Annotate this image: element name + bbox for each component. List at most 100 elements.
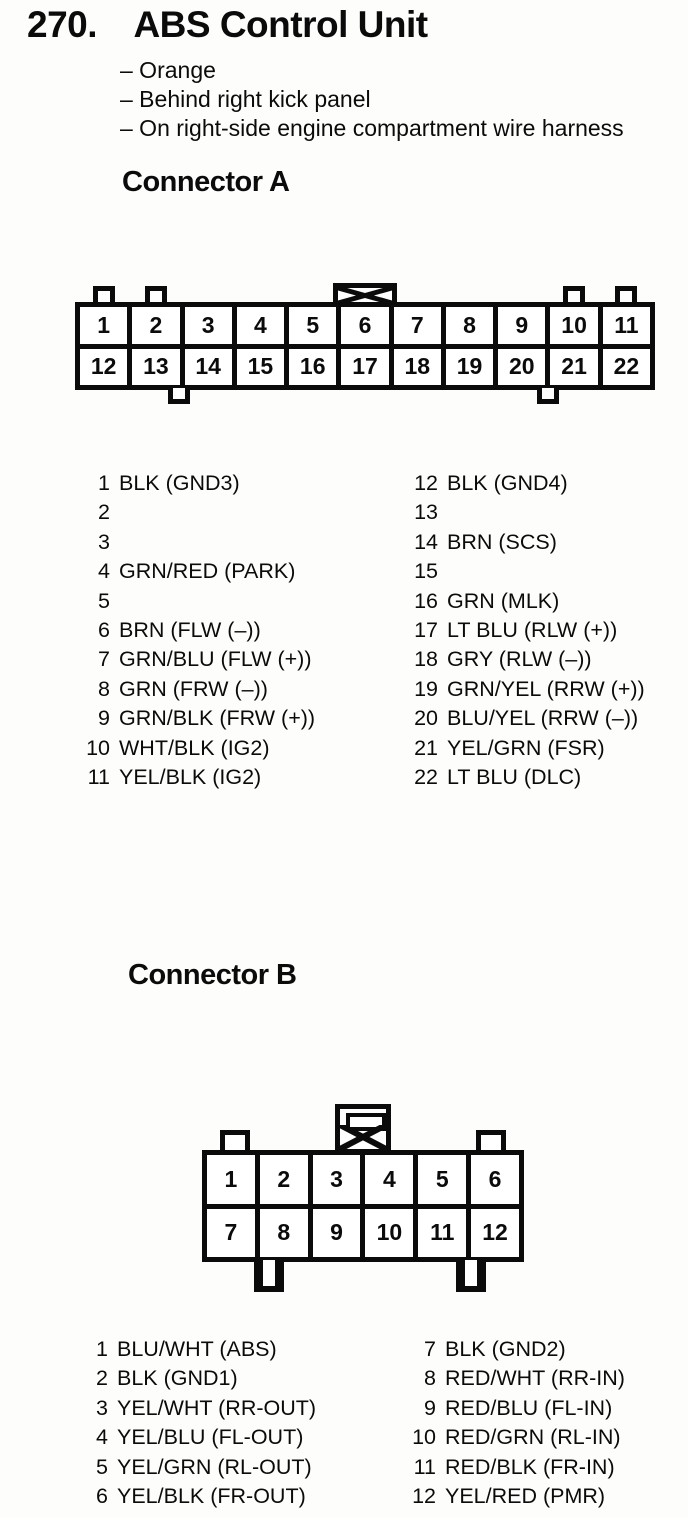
pin-description: RED/GRN (RL-IN): [445, 1425, 621, 1450]
pin-number: 5: [98, 588, 110, 613]
x-mark-icon: [338, 288, 392, 303]
connector-b-heading: Connector B: [128, 959, 297, 991]
pin-cell-19: 19: [445, 348, 494, 385]
pin-description: LT BLU (DLC): [447, 765, 582, 790]
pin-cell-10: 10: [365, 1208, 414, 1257]
pin-cell-6: 6: [341, 307, 389, 344]
pin-row: 3 YEL/WHT (RR-OUT): [76, 1394, 316, 1423]
pin-number: 10: [412, 1425, 436, 1450]
pin-description: GRN (MLK): [447, 588, 560, 613]
pin-description: YEL/BLK (IG2): [119, 765, 262, 790]
index-tab: [220, 1130, 250, 1152]
pin-number: 1: [96, 1337, 108, 1361]
pin-description: YEL/WHT (RR-OUT): [117, 1395, 317, 1420]
pin-number: 18: [414, 647, 438, 672]
pin-row: 4 GRN/RED (PARK): [78, 557, 315, 586]
latch-icon: [335, 1104, 391, 1154]
pin-row: 11 YEL/BLK (IG2): [78, 763, 315, 792]
pin-description: RED/BLU (FL-IN): [445, 1395, 613, 1420]
pin-number: 21: [414, 735, 438, 760]
pin-cell-4: 4: [365, 1155, 414, 1204]
pin-number: 15: [414, 559, 438, 584]
pin-cell-12: 12: [471, 1208, 519, 1257]
pin-description: GRN/YEL (RRW (+)): [447, 676, 645, 701]
pin-number: 4: [98, 559, 110, 584]
pin-cell-9: 9: [498, 307, 546, 344]
pin-number: 9: [98, 706, 110, 731]
pin-cell-2: 2: [132, 307, 180, 344]
pin-number: 9: [424, 1395, 436, 1420]
pin-cell-13: 13: [132, 348, 180, 385]
pin-number: 2: [98, 500, 110, 525]
pin-cell-4: 4: [236, 307, 285, 344]
pin-number: 3: [98, 529, 110, 554]
pin-description: GRN/BLU (FLW (+)): [119, 647, 312, 672]
pin-description: YEL/BLK (FR-OUT): [117, 1484, 306, 1509]
pin-cell-2: 2: [259, 1155, 308, 1204]
lock-slot: [254, 1260, 284, 1292]
pin-number: 8: [424, 1366, 436, 1391]
pin-number: 12: [412, 1484, 436, 1509]
pin-description: GRY (RLW (–)): [447, 647, 592, 672]
pin-description: GRN (FRW (–)): [119, 676, 268, 701]
connector-a-heading: Connector A: [122, 166, 290, 198]
index-tab: [615, 286, 637, 304]
pin-cell-1: 1: [80, 307, 128, 344]
index-tab: [563, 286, 585, 304]
index-tab: [168, 388, 190, 404]
lock-slot: [456, 1260, 486, 1292]
pin-description: BLK (GND3): [119, 471, 240, 495]
pin-number: 10: [86, 735, 110, 760]
pin-number: 4: [96, 1425, 108, 1450]
pin-cell-14: 14: [184, 348, 232, 385]
pin-cell-12: 12: [80, 348, 128, 385]
index-tab: [145, 286, 167, 304]
pin-number: 7: [424, 1337, 436, 1361]
pin-cell-10: 10: [550, 307, 598, 344]
pin-number: 3: [96, 1395, 108, 1420]
pin-description: BLK (GND2): [445, 1337, 566, 1361]
latch-bar: [346, 1113, 386, 1131]
pin-cell-1: 1: [207, 1155, 255, 1204]
pin-cell-5: 5: [289, 307, 337, 344]
pin-row: 9 RED/BLU (FL-IN): [404, 1394, 625, 1423]
pin-cell-8: 8: [259, 1208, 308, 1257]
pin-row: 2: [78, 498, 315, 527]
pin-cell-7: 7: [207, 1208, 255, 1257]
pin-description: BLU/WHT (ABS): [117, 1337, 277, 1361]
pin-cell-3: 3: [184, 307, 232, 344]
pin-description: WHT/BLK (IG2): [119, 735, 270, 760]
pin-description: YEL/GRN (FSR): [447, 735, 605, 760]
pin-description: GRN/BLK (FRW (+)): [119, 706, 316, 731]
pin-row: 13: [406, 498, 645, 527]
page-title: 270. ABS Control Unit: [27, 4, 428, 46]
pin-cell-3: 3: [312, 1155, 361, 1204]
pin-cell-5: 5: [418, 1155, 467, 1204]
pin-description: YEL/RED (PMR): [445, 1484, 606, 1509]
index-tab: [476, 1130, 506, 1152]
pin-row: 18 GRY (RLW (–)): [406, 645, 645, 674]
pin-cell-7: 7: [393, 307, 441, 344]
pin-row: 7 BLK (GND2): [404, 1335, 625, 1364]
pin-description: GRN/RED (PARK): [119, 559, 296, 584]
pin-description: BLU/YEL (RRW (–)): [447, 706, 639, 731]
pin-row: 10 RED/GRN (RL-IN): [404, 1423, 625, 1452]
pin-row: 15: [406, 557, 645, 586]
pin-number: 11: [87, 765, 110, 790]
pin-number: 19: [414, 676, 438, 701]
pin-cell-21: 21: [550, 348, 598, 385]
